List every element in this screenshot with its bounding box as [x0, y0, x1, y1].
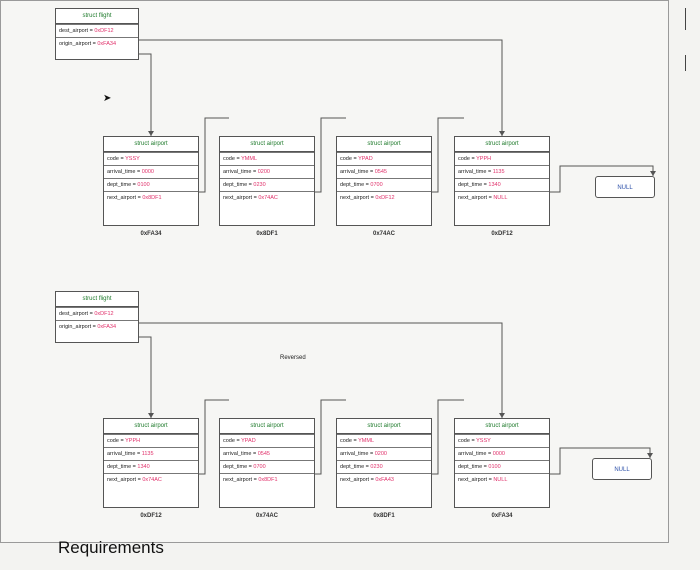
- next-pointer-line: [432, 399, 464, 475]
- flight-struct-top: struct flight dest_airport = 0xDF12 orig…: [55, 8, 139, 60]
- field-dept-time: dept_time = 0230: [337, 460, 431, 473]
- arrow-head: [499, 131, 505, 136]
- arrow-head: [148, 131, 154, 136]
- arrow-head: [650, 171, 656, 176]
- field-next-airport: next_airport = 0x74AC: [104, 473, 198, 486]
- arrow-head: [647, 453, 653, 458]
- arrow-head: [499, 413, 505, 418]
- struct-header: struct airport: [337, 137, 431, 152]
- memory-address-label: 0x74AC: [372, 231, 395, 237]
- field-arrival-time: arrival_time = 1135: [104, 447, 198, 460]
- field-arrival-time: arrival_time = 0545: [337, 165, 431, 178]
- origin-pointer-line: [139, 53, 152, 136]
- memory-address-label: 0x8DF1: [373, 513, 395, 519]
- field-code: code = YPAD: [337, 152, 431, 165]
- struct-header: struct airport: [455, 419, 549, 434]
- scroll-indicator-top: [685, 8, 686, 30]
- field-dest-airport: dest_airport = 0xDF12: [56, 24, 138, 37]
- memory-address-label: 0xDF12: [140, 513, 162, 519]
- next-pointer-line: [315, 399, 346, 475]
- field-dept-time: dept_time = 1340: [104, 460, 198, 473]
- struct-header: struct airport: [220, 419, 314, 434]
- field-dept-time: dept_time = 1340: [455, 178, 549, 191]
- null-pointer-line: [550, 165, 654, 193]
- field-origin-airport: origin_airport = 0xFA34: [56, 37, 138, 50]
- field-code: code = YPAD: [220, 434, 314, 447]
- field-next-airport: next_airport = NULL: [455, 191, 549, 204]
- field-next-airport: next_airport = 0x8DF1: [220, 473, 314, 486]
- field-arrival-time: arrival_time = 0545: [220, 447, 314, 460]
- struct-header: struct airport: [220, 137, 314, 152]
- field-dept-time: dept_time = 0700: [337, 178, 431, 191]
- requirements-heading: Requirements: [58, 538, 164, 557]
- origin-pointer-line: [139, 336, 152, 418]
- dest-pointer-line: [139, 322, 503, 418]
- memory-address-label: 0x74AC: [255, 513, 278, 519]
- field-code: code = YSSY: [455, 434, 549, 447]
- dest-pointer-line: [139, 39, 503, 136]
- reversed-caption: Reversed: [280, 355, 306, 361]
- memory-address-label: 0xFA34: [491, 513, 513, 519]
- field-dept-time: dept_time = 0100: [104, 178, 198, 191]
- flight-struct-reversed: struct flight dest_airport = 0xDF12 orig…: [55, 291, 139, 343]
- field-arrival-time: arrival_time = 0000: [104, 165, 198, 178]
- field-arrival-time: arrival_time = 0000: [455, 447, 549, 460]
- field-code: code = YSSY: [104, 152, 198, 165]
- struct-header: struct airport: [337, 419, 431, 434]
- field-arrival-time: arrival_time = 1135: [455, 165, 549, 178]
- field-arrival-time: arrival_time = 0200: [337, 447, 431, 460]
- struct-header: struct flight: [56, 292, 138, 307]
- arrow-head: [148, 413, 154, 418]
- field-code: code = YMML: [337, 434, 431, 447]
- field-next-airport: next_airport = 0xFA43: [337, 473, 431, 486]
- next-pointer-line: [199, 117, 229, 193]
- next-pointer-line: [432, 117, 464, 193]
- field-code: code = YPPH: [104, 434, 198, 447]
- struct-header: struct airport: [104, 137, 198, 152]
- field-dest-airport: dest_airport = 0xDF12: [56, 307, 138, 320]
- field-code: code = YMML: [220, 152, 314, 165]
- field-dept-time: dept_time = 0230: [220, 178, 314, 191]
- field-arrival-time: arrival_time = 0200: [220, 165, 314, 178]
- field-dept-time: dept_time = 0100: [455, 460, 549, 473]
- struct-header: struct airport: [104, 419, 198, 434]
- field-next-airport: next_airport = NULL: [455, 473, 549, 486]
- mouse-cursor-icon: ➤: [103, 93, 112, 104]
- null-terminator-box: NULL: [595, 176, 655, 198]
- field-code: code = YPPH: [455, 152, 549, 165]
- struct-header: struct airport: [455, 137, 549, 152]
- struct-header: struct flight: [56, 9, 138, 24]
- field-dept-time: dept_time = 0700: [220, 460, 314, 473]
- next-pointer-line: [199, 399, 229, 475]
- field-next-airport: next_airport = 0xDF12: [337, 191, 431, 204]
- null-terminator-box: NULL: [592, 458, 652, 480]
- memory-address-label: 0xFA34: [140, 231, 162, 237]
- field-next-airport: next_airport = 0x74AC: [220, 191, 314, 204]
- field-next-airport: next_airport = 0x8DF1: [104, 191, 198, 204]
- null-pointer-line: [550, 447, 651, 475]
- memory-address-label: 0x8DF1: [256, 231, 278, 237]
- memory-address-label: 0xDF12: [491, 231, 513, 237]
- next-pointer-line: [315, 117, 346, 193]
- field-origin-airport: origin_airport = 0xFA34: [56, 320, 138, 333]
- scroll-indicator-bottom: [685, 55, 686, 71]
